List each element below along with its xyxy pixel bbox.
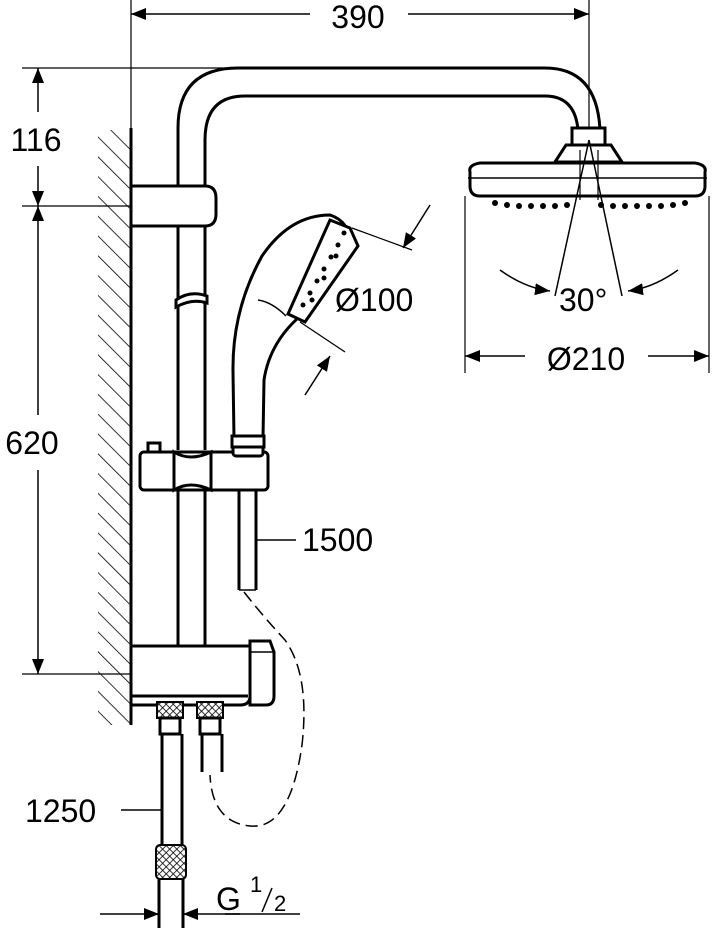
dim-hose-length: 1500 (302, 522, 373, 558)
wall (98, 128, 133, 725)
extension-lines (22, 0, 710, 928)
head-shower (468, 126, 707, 297)
dimension-lines (32, 8, 709, 920)
spray-nozzles (492, 200, 688, 209)
shower-arm (176, 66, 602, 200)
dim-width-top: 390 (331, 0, 384, 35)
shower-rail (129, 184, 218, 646)
dim-thread-size: G 1 2 (216, 872, 286, 917)
thread-fraction-denominator: 2 (274, 891, 286, 916)
bottom-mixer-body (129, 639, 276, 707)
hand-shower-nozzles (300, 230, 347, 308)
dim-head-tilt-angle: 30° (559, 282, 607, 318)
slider-holder (138, 441, 270, 493)
inlet-connections (155, 701, 224, 928)
hand-shower (230, 213, 360, 449)
dim-hand-shower-diameter: Ø100 (335, 282, 413, 318)
dim-head-shower-diameter: Ø210 (547, 341, 625, 377)
thread-fraction-numerator: 1 (250, 872, 262, 897)
dim-supply-hose-length: 1250 (25, 793, 96, 829)
thread-letter: G (216, 881, 241, 917)
dim-rail-height: 620 (5, 425, 58, 461)
dim-arm-drop: 116 (10, 122, 61, 158)
